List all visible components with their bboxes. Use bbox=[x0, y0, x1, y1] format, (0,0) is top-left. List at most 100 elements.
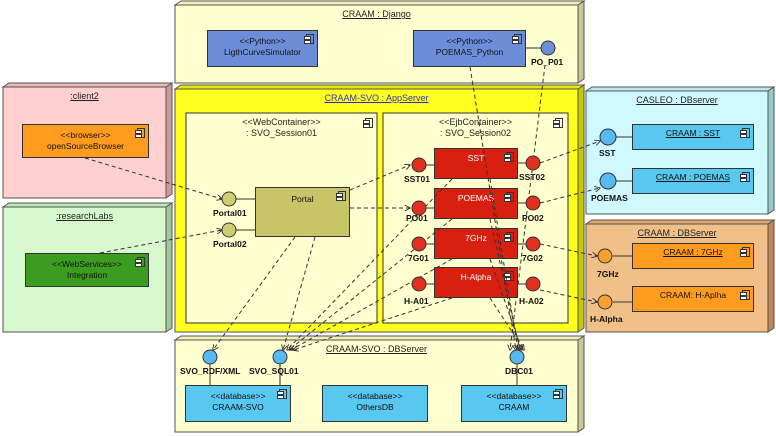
dep-7ghz-dbc01 bbox=[489, 258, 522, 350]
component-name: CRAAM : 7GHz bbox=[663, 247, 723, 257]
ejb-container-icon bbox=[553, 118, 563, 128]
component-icon bbox=[512, 34, 522, 44]
port-portal01-circle bbox=[221, 191, 237, 207]
component-portal[interactable]: Portal bbox=[255, 187, 350, 237]
component-icon bbox=[740, 247, 750, 257]
component-db-craam-svo[interactable]: <<database>> CRAAM-SVO bbox=[185, 385, 291, 422]
port-po-p01-circle bbox=[540, 40, 556, 56]
component-name: CRAAM bbox=[498, 402, 530, 412]
dep-browser-portal01 bbox=[84, 157, 222, 199]
port-label-po01: PO01 bbox=[406, 213, 428, 223]
port-po02-circle bbox=[525, 195, 541, 211]
component-name: CRAAM : POEMAS bbox=[655, 172, 731, 182]
component-name: H-Alpha bbox=[460, 272, 492, 282]
component-browser[interactable]: <<browser>> openSourceBrowser bbox=[22, 124, 149, 158]
component-name: LigthCurveSimulator bbox=[223, 47, 301, 57]
component-icon bbox=[304, 34, 314, 44]
port-7ghz-circle bbox=[597, 248, 613, 264]
component-name: CRAAM: H-Aplha bbox=[659, 290, 727, 300]
component-sst[interactable]: SST bbox=[434, 148, 518, 179]
component-name: POEMAS bbox=[457, 193, 495, 203]
node-title-django: CRAAM : Django bbox=[342, 9, 411, 19]
port-halpha-circle bbox=[597, 294, 613, 310]
dep-portal-sql bbox=[283, 236, 316, 350]
dep-poemas-dbc01 bbox=[489, 218, 520, 350]
web-container-icon bbox=[363, 118, 373, 128]
port-label-7g02: 7G02 bbox=[522, 253, 543, 263]
port-ha02-circle bbox=[525, 276, 541, 292]
dep-integration-portal02 bbox=[99, 230, 222, 254]
dep-po02-poemas bbox=[539, 188, 600, 204]
component-stereotype: <<database>> bbox=[347, 391, 403, 401]
dep-poemas-python-dbc01 bbox=[469, 66, 516, 350]
component-integration[interactable]: <<WebServices>> Integration bbox=[25, 253, 149, 287]
port-label-dbc01: DBC01 bbox=[505, 366, 533, 376]
dep-ha02-halpha bbox=[539, 289, 597, 302]
component-db-craam[interactable]: <<database>> CRAAM bbox=[461, 385, 567, 422]
port-label-poemas: POEMAS bbox=[591, 193, 628, 203]
port-label-svo-rdf: SVO_RDF/XML bbox=[180, 366, 241, 376]
component-name: openSourceBrowser bbox=[46, 141, 124, 151]
dep-7g02-7ghz bbox=[539, 243, 597, 256]
port-svo-sql-circle bbox=[272, 349, 288, 365]
port-label-sst01: SST01 bbox=[404, 174, 430, 184]
component-icon bbox=[504, 192, 514, 202]
component-poemas-python[interactable]: <<Python>> POEMAS_Python bbox=[413, 30, 526, 67]
port-svo-rdf-circle bbox=[202, 349, 218, 365]
port-ha01-circle bbox=[411, 276, 427, 292]
component-icon bbox=[277, 389, 287, 399]
component-stereotype: <<WebServices>> bbox=[52, 259, 122, 269]
component-stereotype: <<browser>> bbox=[60, 130, 111, 140]
port-label-7g01: 7G01 bbox=[408, 253, 429, 263]
port-label-ha01: H-A01 bbox=[404, 296, 429, 306]
component-halpha[interactable]: H-Alpha bbox=[434, 267, 518, 298]
component-icon bbox=[740, 128, 750, 138]
component-craam-poemas[interactable]: CRAAM : POEMAS bbox=[632, 168, 754, 194]
node-title-casleo: CASLEO : DBserver bbox=[636, 95, 718, 105]
port-label-portal02: Portal02 bbox=[213, 239, 247, 249]
port-label-svo-sql: SVO_SQL01 bbox=[249, 366, 299, 376]
component-lightcurve[interactable]: <<Python>> LigthCurveSimulator bbox=[207, 30, 318, 67]
node-craamdb-frame bbox=[584, 219, 776, 333]
component-name: Integration bbox=[66, 270, 108, 280]
port-label-sst: SST bbox=[599, 148, 616, 158]
component-craam-halpha[interactable]: CRAAM: H-Aplha bbox=[632, 286, 754, 312]
node-title-svodb: CRAAM-SVO : DBServer bbox=[325, 344, 428, 354]
dep-sst-sql bbox=[287, 178, 453, 350]
dep-sst-dbc01 bbox=[489, 178, 518, 350]
ejb-container-label: <<EjbContainer>> : SVO_Session02 bbox=[383, 117, 568, 139]
component-icon bbox=[740, 290, 750, 300]
component-poemas[interactable]: POEMAS bbox=[434, 188, 518, 219]
port-label-ha02: H-A02 bbox=[519, 296, 544, 306]
component-db-othersdb[interactable]: <<database>> OthersDB bbox=[322, 385, 428, 422]
port-label-sst02: SST02 bbox=[519, 172, 545, 182]
web-container-label: <<WebContainer>> : SVO_Session01 bbox=[186, 117, 377, 139]
dep-7ghz-sql bbox=[291, 258, 453, 350]
node-title-client2: :client2 bbox=[70, 91, 99, 101]
component-name: SST bbox=[467, 153, 485, 163]
component-name: 7GHz bbox=[465, 233, 487, 243]
port-sst01-circle bbox=[411, 157, 427, 173]
component-craam-sst[interactable]: CRAAM : SST bbox=[632, 124, 754, 150]
component-stereotype: <<Python>> bbox=[446, 36, 493, 46]
port-label-po-p01: PO_P01 bbox=[531, 57, 564, 67]
component-craam-7ghz[interactable]: CRAAM : 7GHz bbox=[632, 243, 754, 269]
port-po01-circle bbox=[411, 200, 427, 216]
web-container-stereotype: <<WebContainer>> bbox=[242, 117, 321, 127]
port-label-po02: PO02 bbox=[522, 213, 544, 223]
component-name: CRAAM : SST bbox=[665, 128, 721, 138]
component-icon bbox=[135, 257, 145, 267]
component-icon bbox=[553, 389, 563, 399]
port-sst-circle bbox=[599, 128, 617, 146]
component-name: CRAAM-SVO bbox=[212, 402, 264, 412]
node-title-appserver: CRAAM-SVO : AppServer bbox=[324, 93, 429, 103]
component-stereotype: <<Python>> bbox=[239, 36, 286, 46]
web-container-name: : SVO_Session01 bbox=[245, 128, 318, 138]
component-7ghz[interactable]: 7GHz bbox=[434, 228, 518, 259]
port-dbc01-circle bbox=[509, 349, 525, 365]
port-7g02-circle bbox=[525, 236, 541, 252]
port-sst02-circle bbox=[525, 155, 541, 171]
component-icon bbox=[504, 232, 514, 242]
port-label-portal01: Portal01 bbox=[213, 208, 247, 218]
